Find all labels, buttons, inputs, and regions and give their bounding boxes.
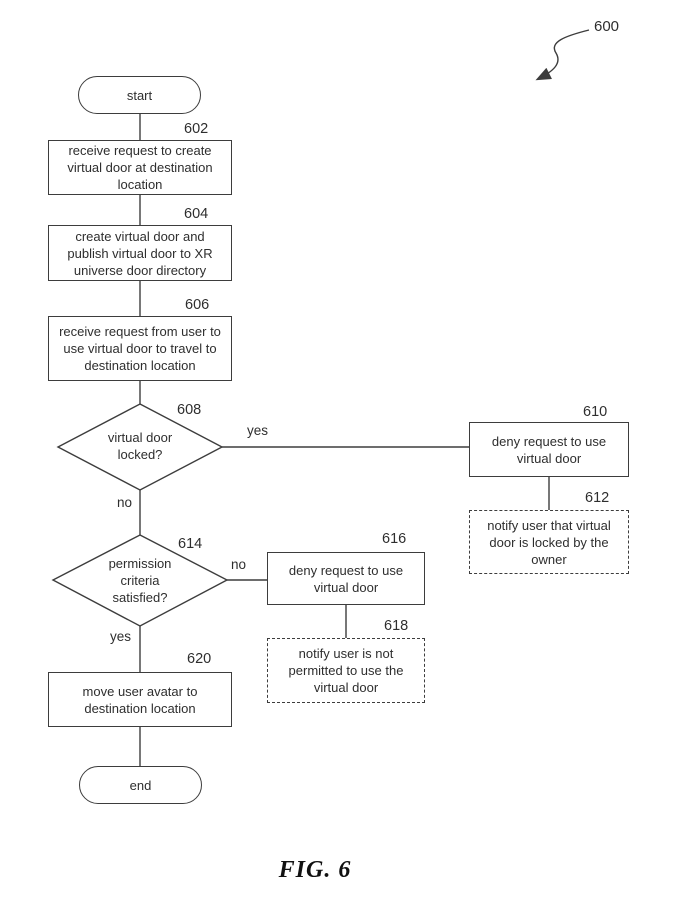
process-606-receive-use-request: receive request from user to use virtual… [48, 316, 232, 381]
decision-614-permission-criteria: permission criteria satisfied? [108, 555, 172, 605]
end-terminator: end [79, 766, 202, 804]
ref-label-614: 614 [178, 536, 203, 552]
ref-label-608: 608 [177, 402, 202, 418]
ref-label-610: 610 [583, 404, 608, 420]
decision-608-virtual-door-locked: virtual door locked? [107, 430, 173, 462]
ref-label-616: 616 [382, 531, 407, 547]
ref-label-604: 604 [184, 206, 209, 222]
edge-label-614-yes: yes [110, 629, 132, 644]
figure-caption: FIG. 6 [278, 857, 352, 883]
ref-label-606: 606 [185, 297, 210, 313]
process-618-notify-not-permitted: notify user is not permitted to use the … [267, 638, 425, 703]
process-602-receive-create-request: receive request to create virtual door a… [48, 140, 232, 195]
decision-608-diamond-shape [56, 403, 224, 491]
ref-label-612: 612 [585, 490, 610, 506]
process-620-move-avatar: move user avatar to destination location [48, 672, 232, 727]
ref-label-618: 618 [384, 618, 409, 634]
figure-reference-number: 600 [594, 18, 620, 35]
ref-label-620: 620 [187, 651, 212, 667]
process-616-deny-request: deny request to use virtual door [267, 552, 425, 605]
process-610-deny-request: deny request to use virtual door [469, 422, 629, 477]
edge-label-614-no: no [231, 557, 247, 572]
process-604-create-publish-door: create virtual door and publish virtual … [48, 225, 232, 281]
start-terminator: start [78, 76, 201, 114]
process-612-notify-locked-by-owner: notify user that virtual door is locked … [469, 510, 629, 574]
ref-label-602: 602 [184, 121, 209, 137]
decision-614-diamond-shape [51, 534, 229, 627]
figure-reference-arrow [535, 29, 590, 81]
edge-label-608-yes: yes [247, 423, 269, 438]
edge-label-608-no: no [117, 495, 133, 510]
